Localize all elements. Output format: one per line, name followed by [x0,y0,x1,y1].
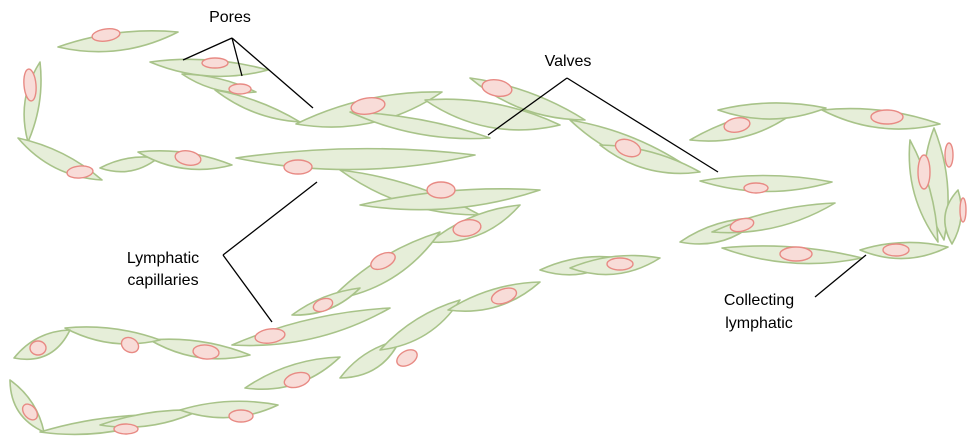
cell-nucleus [490,287,518,305]
cell-nucleus [729,217,755,233]
endothelial-cell [179,400,279,419]
lymphatic-capillaries-label-line2: capillaries [127,272,198,289]
cell-nucleus [91,28,121,42]
valves-label: Valves [545,53,592,70]
collecting-lymphatic-label-line1: Collecting [724,292,794,309]
cell-nucleus [113,423,139,435]
lymphatic-capillaries-label-line1: Lymphatic [127,250,199,267]
cell-nucleus [452,219,482,237]
cell-nucleus [312,297,334,313]
cell-nucleus [29,340,47,356]
pores-label: Pores [209,9,251,26]
cell-nucleus [228,409,254,423]
cell-nucleus [66,165,94,179]
cell-nucleus [614,138,642,158]
cell-nucleus [21,403,39,421]
valves-leader-1 [487,77,568,136]
cell-nucleus [870,109,904,125]
collecting-lymphatic-label-line2: lymphatic [725,315,793,332]
endothelial-cell [349,111,491,140]
endothelial-cell [424,98,561,131]
cell-nucleus [120,336,140,354]
cell-nucleus [743,182,769,194]
cell-nucleus [201,57,229,69]
endothelial-cell [235,147,476,171]
cell-nucleus [944,142,954,168]
cell-nucleus [283,371,311,389]
pores-leader-1 [182,37,233,61]
cell-nucleus [882,243,910,257]
cell-nucleus [606,257,634,271]
cell-nucleus [283,159,313,175]
cell-nucleus [917,154,931,190]
pores-leader-2 [231,37,243,77]
cell-nucleus [192,344,220,360]
capillaries-leader-2 [222,254,273,323]
cell-nucleus [254,328,286,344]
endothelial-cell [379,299,461,351]
cell-nucleus [23,68,37,102]
cell-nucleus [370,251,396,271]
cell-nucleus [174,150,202,166]
cell-nucleus [723,117,751,133]
capillaries-leader-1 [222,181,318,256]
cell-nucleus [396,349,418,367]
cell-nucleus [228,83,252,95]
endothelial-cell [214,89,301,123]
collecting-leader [814,254,867,298]
endothelial-cell [359,187,541,211]
cell-nucleus [350,97,386,115]
valves-leader-2 [566,77,719,173]
cell-nucleus [481,79,513,97]
endothelial-cell [244,356,341,390]
pores-leader-3 [231,37,314,109]
cell-nucleus [959,197,967,223]
endothelial-cell [699,174,833,193]
cell-nucleus [426,181,456,199]
endothelial-cell [64,326,161,345]
endothelial-cell [99,156,159,173]
cell-nuclei [21,28,967,435]
cell-nucleus [779,246,813,262]
endothelial-cell [717,102,827,120]
leader-lines [182,37,867,323]
